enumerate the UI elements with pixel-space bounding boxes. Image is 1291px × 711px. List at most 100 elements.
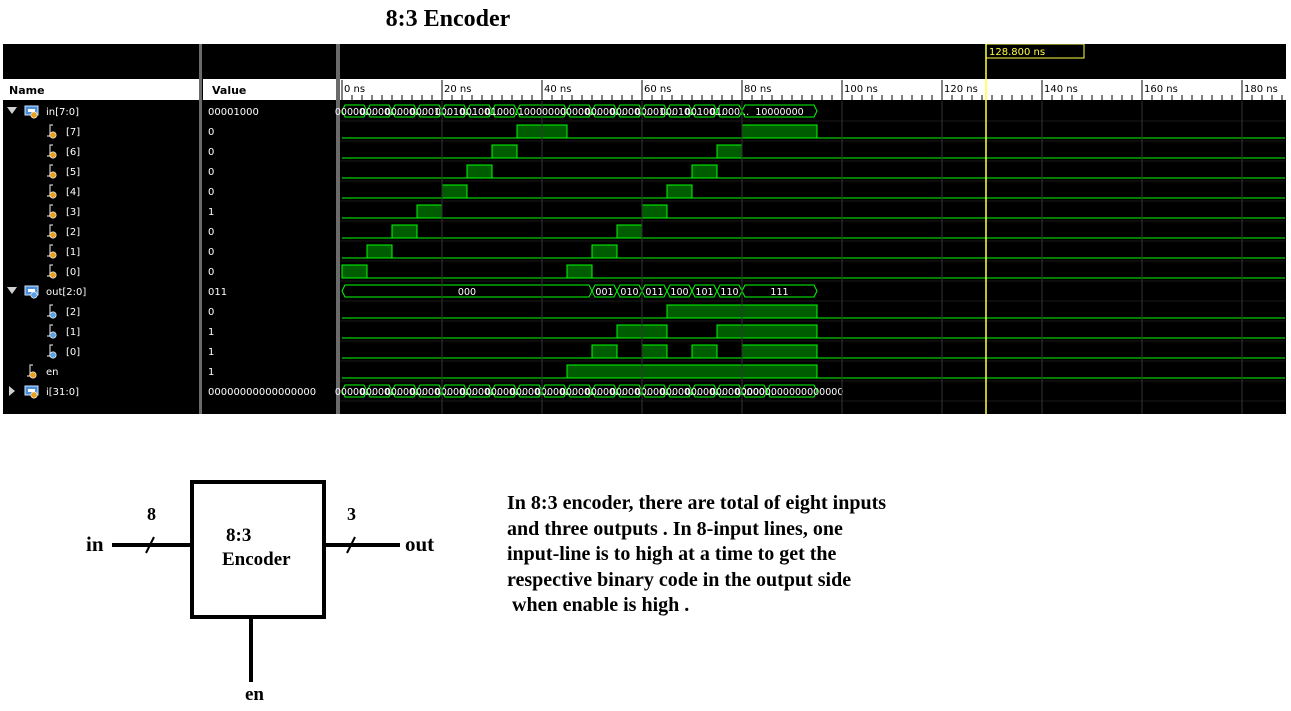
bus-segment xyxy=(741,284,818,298)
signal-name: en xyxy=(46,367,59,378)
output-label: out xyxy=(405,532,435,556)
time-ruler[interactable] xyxy=(340,79,1286,100)
high-pulse xyxy=(616,224,643,239)
bus-segment-label: 00000... xyxy=(585,387,624,398)
bus-segment-label: 00000... xyxy=(360,387,399,398)
time-label: 120 ns xyxy=(944,84,978,95)
value-header[interactable] xyxy=(203,79,336,100)
input-bus-slash xyxy=(145,536,155,554)
signal-row[interactable]: [2]0 xyxy=(47,224,1285,242)
high-pulse xyxy=(566,264,593,279)
expand-arrow-icon[interactable] xyxy=(7,287,17,294)
bus-segment-label: 10000000 xyxy=(755,107,803,118)
signal-value: 1 xyxy=(208,327,214,338)
bit-input-icon xyxy=(47,144,57,159)
high-pulse xyxy=(366,244,393,259)
bus-segment xyxy=(766,384,818,398)
bus-segment-label: 00010... xyxy=(660,107,699,118)
signal-name: [6] xyxy=(66,147,80,158)
bit-input-icon xyxy=(47,264,57,279)
signal-name: [1] xyxy=(66,247,80,258)
bus-segment-label: 00000... xyxy=(485,387,524,398)
bus-segment-label: 00000... xyxy=(435,387,474,398)
signal-name: [4] xyxy=(66,187,80,198)
bus-segment-label: 00000... xyxy=(385,387,424,398)
bus-segment-label: 101 xyxy=(695,287,713,298)
time-label: 20 ns xyxy=(444,84,471,95)
time-label: 160 ns xyxy=(1144,84,1178,95)
time-label: 100 ns xyxy=(844,84,878,95)
input-label: in xyxy=(86,532,104,556)
high-pulse xyxy=(716,324,818,339)
description-line: when enable is high . xyxy=(507,594,690,616)
description-line: respective binary code in the output sid… xyxy=(507,568,852,591)
encoder-block-diagram xyxy=(112,480,400,682)
high-pulse xyxy=(591,344,618,359)
signal-row[interactable]: [3]1 xyxy=(47,204,1285,222)
bus-segment-label: 00000... xyxy=(610,387,649,398)
signal-value: 0 xyxy=(208,167,214,178)
time-label: 140 ns xyxy=(1044,84,1078,95)
cursor-time-label: 128.800 ns xyxy=(989,47,1045,58)
high-pulse xyxy=(491,144,518,159)
signal-name: out[2:0] xyxy=(46,287,86,298)
signal-value: 0 xyxy=(208,267,214,278)
time-cursor[interactable]: 128.800 ns xyxy=(985,44,1085,414)
signal-name: in[7:0] xyxy=(46,107,79,118)
bus-segment-label: 00000... xyxy=(735,387,774,398)
bus-segment-label: 001 xyxy=(595,287,613,298)
signal-name: [0] xyxy=(66,267,80,278)
time-label: 40 ns xyxy=(544,84,571,95)
block-label-name: Encoder xyxy=(222,549,291,570)
value-wave-splitter[interactable] xyxy=(336,44,340,414)
high-pulse xyxy=(716,144,743,159)
signal-name: [5] xyxy=(66,167,80,178)
bus-segment-label: 00100... xyxy=(685,107,724,118)
bus-segment-label: 00000... xyxy=(635,387,674,398)
signal-row[interactable]: [1]0 xyxy=(47,244,1285,262)
signal-row[interactable]: [4] 0 xyxy=(47,184,1285,202)
bus-segment-label: 00001... xyxy=(635,107,674,118)
high-pulse xyxy=(641,204,668,219)
output-width-label: 3 xyxy=(347,504,356,524)
signal-value: 0 xyxy=(208,187,214,198)
time-label: 180 ns xyxy=(1244,84,1278,95)
name-header[interactable] xyxy=(3,79,199,100)
bit-output-icon xyxy=(47,304,57,319)
bus-segment-label: 00000... xyxy=(560,387,599,398)
high-pulse xyxy=(741,124,818,139)
high-pulse xyxy=(566,364,818,379)
collapse-arrow-icon[interactable] xyxy=(9,386,15,396)
high-pulse xyxy=(341,264,368,279)
bus-segment-label: 00000... xyxy=(385,107,424,118)
high-pulse xyxy=(591,244,618,259)
expand-arrow-icon[interactable] xyxy=(7,107,17,114)
signal-row[interactable]: [5] 0 xyxy=(47,164,1285,182)
bus-output-icon xyxy=(24,285,39,299)
bus-segment-label: 00000... xyxy=(460,387,499,398)
block-label-ratio: 8:3 xyxy=(226,525,252,546)
bit-input-icon xyxy=(27,364,37,379)
bus-segment-label: 000 xyxy=(458,287,476,298)
signal-row[interactable]: [0]1 xyxy=(47,344,1285,362)
signal-row[interactable]: [6] 0 xyxy=(47,144,1285,162)
time-label: 60 ns xyxy=(644,84,671,95)
signal-value: 0 xyxy=(208,147,214,158)
bus-segment-label: 011 xyxy=(645,287,663,298)
bit-input-icon xyxy=(47,124,57,139)
bus-segment-label: 00000... xyxy=(535,387,574,398)
signal-row[interactable]: [0] 0 xyxy=(47,264,1285,282)
signal-value: 0 xyxy=(208,227,214,238)
high-pulse xyxy=(691,164,718,179)
input-width-label: 8 xyxy=(147,504,156,524)
name-value-splitter[interactable] xyxy=(199,44,202,414)
high-pulse xyxy=(641,344,668,359)
encoder-block xyxy=(190,480,326,619)
bit-output-icon xyxy=(47,324,57,339)
time-label: 80 ns xyxy=(744,84,771,95)
